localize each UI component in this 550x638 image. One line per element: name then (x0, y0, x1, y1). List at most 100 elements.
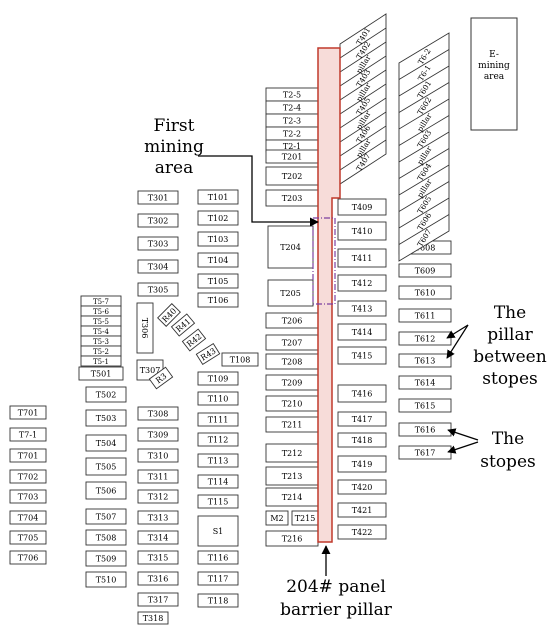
stope-t206: T206 (265, 312, 319, 329)
stope-t5-4: T5-4 (80, 325, 122, 337)
stope-box (136, 302, 154, 354)
barrier-pillar-label: 204# panel barrier pillar (266, 576, 406, 622)
stope-label: T315 (148, 554, 169, 563)
stope-label: T412 (352, 279, 373, 288)
stope-r42: R42 (181, 328, 207, 352)
stope-label: T422 (352, 528, 373, 537)
stope-t315: T315 (137, 550, 179, 565)
stope-box (9, 510, 47, 525)
stope-t5-2: T5-2 (80, 345, 122, 357)
stope-t103: T103 (197, 231, 239, 247)
pillar-arrow-2 (446, 324, 469, 359)
stope-box (137, 571, 179, 586)
stope-box (398, 353, 452, 368)
stope-box (197, 432, 239, 447)
stope-t209: T209 (265, 374, 319, 391)
stope-label: T609 (415, 267, 436, 276)
diagonal-band-2-divider (398, 98, 450, 130)
stope-t412: T412 (337, 274, 387, 292)
stope-label: T209 (282, 379, 303, 388)
stope-box (85, 457, 127, 476)
stope-label: T211 (282, 421, 303, 430)
stope-label: T317 (148, 596, 169, 605)
stope-t503: T503 (85, 409, 127, 427)
stope-label: T504 (96, 439, 117, 448)
stope-t305: T305 (137, 282, 179, 297)
stope-label: T307 (140, 366, 161, 375)
stope-label: T702 (18, 473, 39, 482)
stope-t610: T610 (398, 285, 452, 300)
stopes-arrow-1 (447, 428, 479, 441)
stope-box (197, 494, 239, 509)
stope-s1: S1 (197, 515, 239, 547)
stope-label: T704 (18, 514, 39, 523)
stope-box (85, 571, 127, 588)
first-mining-area-label: First mining area (126, 116, 222, 179)
stope-label: T410 (352, 227, 373, 236)
stope-label: T617 (415, 449, 436, 458)
stope-box (197, 593, 239, 608)
stope-t417: T417 (337, 411, 387, 427)
stope-label: T308 (148, 410, 169, 419)
stope-t102: T102 (197, 210, 239, 226)
stope-box (265, 510, 289, 526)
stope-box (197, 292, 239, 308)
stope-box (137, 282, 179, 297)
stopes-label-line-2: stopes (480, 452, 536, 472)
stope-t5-7: T5-7 (80, 295, 122, 307)
stope-t5-6: T5-6 (80, 305, 122, 317)
stope-t702: T702 (9, 469, 47, 484)
stope-label: T312 (148, 493, 169, 502)
stope-label: T204 (280, 243, 301, 252)
stope-box (337, 323, 387, 341)
stope-t214: T214 (265, 487, 319, 507)
stope-t617: T617 (398, 445, 452, 460)
stope-t706: T706 (9, 550, 47, 565)
diagonal-band-2-divider (398, 148, 450, 179)
stope-label: S1 (213, 527, 224, 536)
stope-label: T215 (295, 514, 316, 523)
stope-label: T419 (352, 460, 373, 469)
barrier-label-line-1: 204# panel (286, 577, 386, 597)
stope-t420: T420 (337, 479, 387, 495)
e-mining-area (470, 17, 518, 131)
stope-box (157, 303, 181, 327)
stope-box (85, 481, 127, 500)
stope-label: T703 (18, 493, 39, 502)
diagonal-band-2-divider (398, 164, 450, 196)
diagonal-band-2-divider (398, 214, 450, 245)
stope-t611: T611 (398, 308, 452, 323)
first-mining-leader (198, 155, 319, 227)
stope-label: T110 (208, 395, 229, 404)
stope-label: T503 (96, 414, 117, 423)
stope-label: T2-3 (283, 117, 301, 126)
stope-t208: T208 (265, 353, 319, 370)
stope-box (337, 248, 387, 268)
stope-t309: T309 (137, 427, 179, 442)
stope-label: T203 (282, 194, 303, 203)
stope-box (9, 489, 47, 504)
stope-box (137, 592, 179, 607)
stope-label: T118 (208, 597, 229, 606)
stope-t303: T303 (137, 236, 179, 251)
diagonal-band-2-divider (398, 65, 450, 97)
stope-t609: T609 (398, 263, 452, 278)
stope-box (337, 432, 387, 448)
stope-box (85, 508, 127, 525)
stope-t202: T202 (265, 166, 319, 186)
diagonal-band-2-divider (398, 49, 450, 80)
pillar-between-stopes-label: The pillar between stopes (472, 302, 548, 390)
stope-box (137, 236, 179, 251)
stope-t114: T114 (197, 474, 239, 489)
stope-label: T418 (352, 436, 373, 445)
stope-label: T416 (352, 390, 373, 399)
stope-box (137, 406, 179, 421)
stope-label: T5-5 (93, 318, 109, 326)
stope-box (9, 427, 47, 442)
stope-box (137, 469, 179, 484)
stope-label: T106 (208, 296, 229, 305)
stope-t118: T118 (197, 593, 239, 608)
stope-t508: T508 (85, 529, 127, 546)
diagonal-band-1-divider (339, 55, 387, 87)
